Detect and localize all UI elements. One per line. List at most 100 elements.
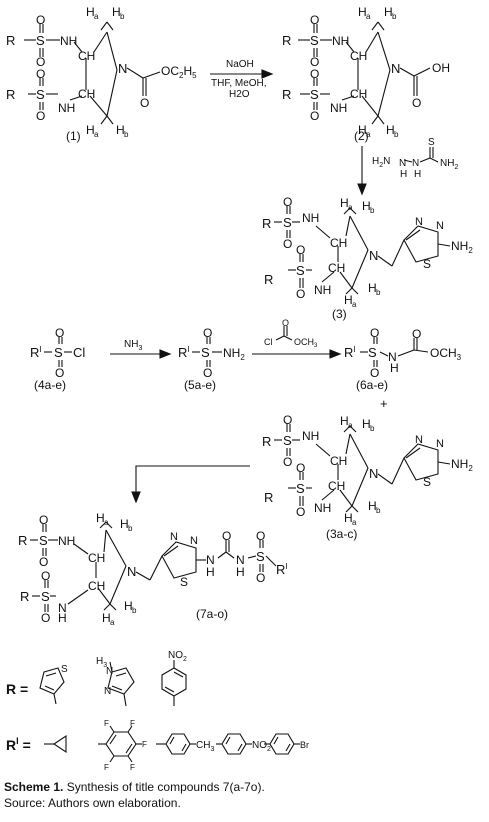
reagent-och3: OCH3: [294, 337, 318, 349]
compound-6-S: S: [368, 345, 377, 360]
compound-3ac-thiadiazole-N2: N: [436, 438, 444, 450]
r-imidazole-N2: N: [104, 686, 111, 697]
compound-3-NH2: NH2: [451, 239, 473, 255]
compound-3ac-O2: O: [283, 455, 292, 469]
compound-7-thiadiazole-N1: N: [170, 531, 178, 543]
compound-7-urea-O: O: [222, 529, 231, 543]
compound-3-CH2: CH: [328, 261, 345, 275]
thiosemicarbazide: [403, 147, 439, 163]
compound-7-urea-H2: H: [236, 565, 245, 579]
compound-1-O2: O: [36, 55, 45, 69]
r-nitrophenyl: [161, 660, 187, 706]
compound-3-thiadiazole-N2: N: [436, 220, 444, 232]
compound-7-O3: O: [41, 569, 50, 583]
compound-2: [298, 21, 431, 125]
compound-7-thiadiazole-N2: N: [190, 535, 198, 547]
r-methylimidazole: [107, 661, 135, 707]
compound-3-O1: O: [283, 195, 292, 209]
compound-7-CH2: CH: [88, 579, 105, 593]
compound-1-Hb2: H: [116, 123, 125, 137]
compound-3ac-R1: R: [262, 434, 271, 449]
compound-3-NH2-ring: NH: [314, 283, 331, 297]
compound-2-O2: O: [310, 55, 319, 69]
compound-3: [274, 206, 451, 295]
reagent-thf-meoh: THF, MeOH,: [211, 78, 267, 89]
reagent-water: H2O: [229, 89, 250, 100]
plus-sign: +: [380, 396, 388, 411]
compound-1-Hb2-sub: b: [124, 130, 129, 139]
ri-tolyl: [156, 733, 196, 755]
compound-3ac-thiadiazole-N1: N: [415, 434, 423, 446]
caption-line: Scheme 1. Synthesis of title compounds 7…: [4, 779, 484, 795]
compound-6-H: H: [390, 361, 399, 375]
compound-1-O-carbonyl: O: [140, 96, 149, 110]
compound-3ac-O4: O: [296, 505, 305, 519]
reagent-carbonyl-O: O: [282, 318, 289, 328]
arrow-step1: [210, 69, 274, 79]
compound-7-Ha1: H: [96, 511, 105, 525]
compound-1-N: N: [118, 61, 127, 76]
compound-6-O2: O: [370, 366, 379, 380]
compound-3-Ha2-sub: a: [352, 300, 357, 309]
compound-2-O-carbonyl: O: [412, 96, 421, 110]
r-thiophene: [39, 667, 65, 705]
compound-7-Hb2-sub: b: [132, 606, 137, 615]
compound-3ac-Ha1: H: [340, 414, 349, 428]
ri-F1: F: [104, 719, 109, 728]
compound-1-Ha1-sub: a: [94, 12, 99, 21]
arrow-chloroformate: [252, 326, 342, 359]
compound-7-R2: R: [20, 589, 29, 604]
compound-3ac-Ha2: H: [344, 511, 353, 525]
reagent-thio-S: S: [428, 137, 435, 148]
compound-3-Hb1: H: [362, 199, 371, 213]
compound-1-O1: O: [36, 13, 45, 27]
compound-3-O2: O: [283, 237, 292, 251]
compound-3-O3: O: [296, 243, 305, 257]
compound-1-Ha2: H: [86, 123, 95, 137]
compound-4-R: RI: [30, 345, 42, 360]
compound-7-S1: S: [39, 533, 48, 548]
compound-2-CH2: CH: [350, 87, 367, 101]
compound-3ac-O1: O: [283, 413, 292, 427]
compound-7-S2: S: [41, 589, 50, 604]
compound-7-O2: O: [39, 555, 48, 569]
ri-F3: F: [142, 740, 147, 749]
compound-3-R2: R: [264, 272, 273, 287]
compound-5-O2: O: [203, 366, 212, 380]
compound-3ac-Ha2-sub: a: [352, 518, 357, 527]
compound-7-RI: RI: [276, 562, 288, 577]
arrow-step2: [357, 146, 367, 196]
r-imidazole-h3c: H3: [96, 656, 107, 669]
compound-1-S2: S: [36, 87, 45, 102]
compound-3ac-Hb2: H: [368, 499, 377, 513]
compound-3ac-N: N: [369, 466, 378, 481]
compound-5-NH2: NH2: [223, 346, 245, 362]
compound-3ac-S1: S: [283, 433, 292, 448]
compound-7-CH1: CH: [88, 551, 105, 565]
caption-source: Source: Authors own elaboration.: [4, 796, 181, 810]
compound-3-Hb1-sub: b: [370, 206, 375, 215]
compound-7-R1: R: [18, 533, 27, 548]
compound-3ac-NH2-ring: NH: [314, 501, 331, 515]
compound-3ac-NH2: NH2: [451, 457, 473, 473]
compound-3-Ha1: H: [340, 196, 349, 210]
compound-5-S: S: [201, 345, 210, 360]
compound-7-thiadiazole-S: S: [180, 575, 188, 589]
compound-3-S2: S: [296, 263, 305, 278]
compound-3-N: N: [369, 248, 378, 263]
compound-6-label: (6a-e): [356, 378, 388, 392]
compound-3ac-Ha1-sub: a: [348, 421, 353, 430]
compound-2-Ha2-sub: a: [366, 130, 371, 139]
compound-7-O1: O: [39, 513, 48, 527]
compound-1-NH2: NH: [58, 101, 75, 115]
arrow-nh3: [110, 349, 172, 359]
ri-cyclopropyl: [44, 734, 67, 754]
compound-1-CH2: CH: [78, 87, 95, 101]
compound-3-Hb2: H: [368, 281, 377, 295]
compound-4-Cl: Cl: [73, 345, 85, 360]
compound-7-N: N: [127, 564, 136, 579]
compound-1: [24, 21, 161, 125]
ri-pentafluorophenyl: [98, 725, 142, 763]
compound-7-Ha2-sub: a: [110, 618, 115, 627]
compound-1-O3: O: [36, 67, 45, 81]
